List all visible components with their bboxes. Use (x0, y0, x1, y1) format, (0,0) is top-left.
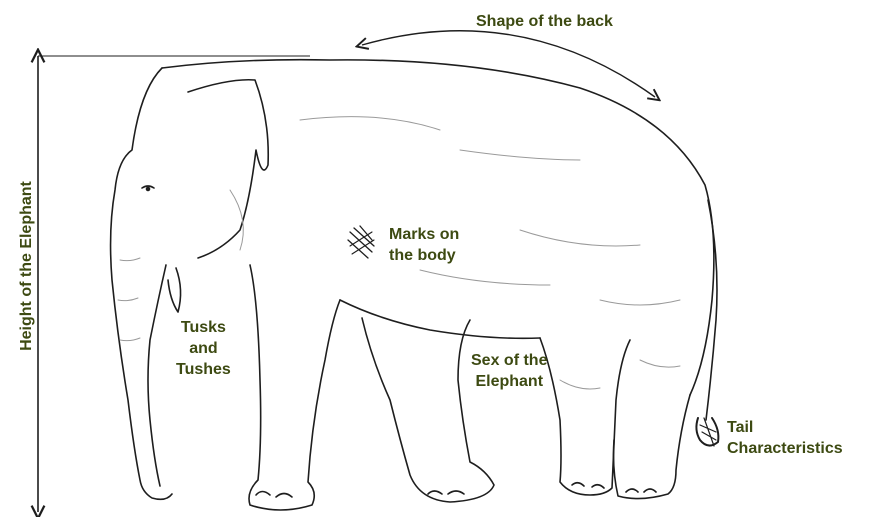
marks-line-1: Marks on (389, 224, 459, 245)
sex-line-2: Elephant (471, 371, 547, 392)
height-text: Height of the Elephant (16, 181, 37, 351)
sex-line-1: Sex of the (471, 350, 547, 371)
tail-label: Tail Characteristics (727, 417, 843, 459)
tusks-line-1: Tusks (176, 317, 231, 338)
shape-of-back-text: Shape of the back (476, 11, 613, 32)
tusks-label: Tusks and Tushes (176, 317, 231, 380)
shape-of-back-label: Shape of the back (476, 11, 613, 32)
tusks-line-3: Tushes (176, 359, 231, 380)
height-arrow (38, 56, 310, 512)
back-shape-arrow (362, 31, 655, 97)
tail-line-2: Characteristics (727, 438, 843, 459)
elephant-outline (111, 60, 719, 510)
marks-line-2: the body (389, 245, 459, 266)
sex-label: Sex of the Elephant (471, 350, 547, 392)
tail-line-1: Tail (727, 417, 843, 438)
tusks-line-2: and (176, 338, 231, 359)
height-label: Height of the Elephant (16, 181, 37, 351)
marks-on-body-label: Marks on the body (389, 224, 459, 266)
